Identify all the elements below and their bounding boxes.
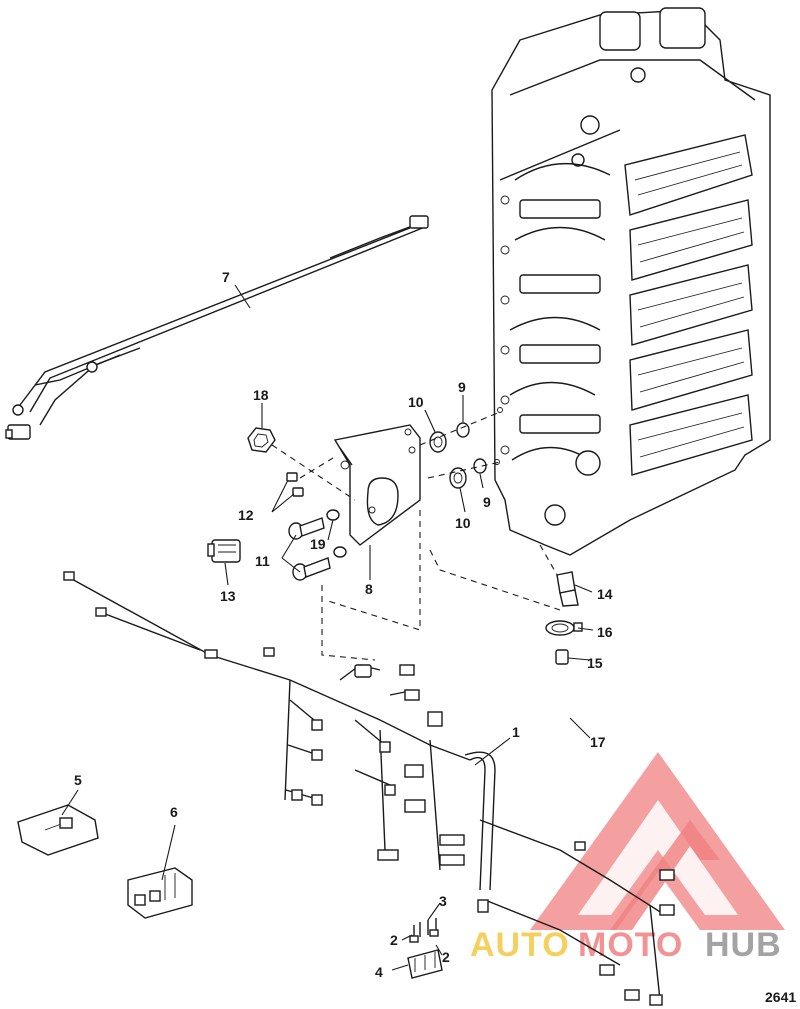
- part-6-connector: [127, 867, 193, 919]
- part-17-tube: [538, 680, 565, 792]
- callout-10-lower: 10: [455, 515, 471, 531]
- callout-6: 6: [170, 804, 178, 820]
- watermark-auto: AUTO: [470, 926, 570, 964]
- callout-11: 11: [255, 553, 270, 569]
- callout-7: 7: [222, 269, 230, 285]
- watermark-inner-triangle-icon: [578, 800, 738, 915]
- part-11-bolts: [288, 517, 331, 581]
- part-10-washers: [429, 431, 467, 489]
- callout-9-lower: 9: [483, 494, 491, 510]
- callout-12: 12: [238, 507, 254, 523]
- callout-13: 13: [220, 588, 236, 604]
- part-5-connector: [17, 804, 99, 856]
- callout-19: 19: [310, 536, 326, 552]
- watermark-hub: HUB: [705, 926, 782, 964]
- callout-10-upper: 10: [408, 394, 424, 410]
- engine-block: [491, 7, 771, 556]
- callout-18: 18: [253, 387, 269, 403]
- callout-3: 3: [439, 893, 447, 909]
- callout-4: 4: [375, 964, 383, 980]
- watermark-moto: MOTO: [578, 926, 683, 964]
- part-13-connector: [207, 539, 241, 563]
- part-9-nuts: [456, 422, 487, 474]
- assembly-dashed-lines: [271, 411, 561, 661]
- figure-number: 2641: [765, 989, 796, 1005]
- part-16-clamp: [545, 620, 583, 636]
- callout-5: 5: [74, 772, 82, 788]
- part-7-harness: [5, 215, 429, 440]
- part-8-bracket: [333, 424, 421, 546]
- part-14-sensor: [556, 571, 579, 607]
- callout-1: 1: [512, 724, 520, 740]
- callout-8: 8: [365, 581, 373, 597]
- part-15-fitting: [555, 649, 569, 665]
- callout-17: 17: [590, 734, 606, 750]
- callout-2-right: 2: [442, 949, 450, 965]
- callout-9-upper: 9: [458, 379, 466, 395]
- part-12-clips: [286, 472, 304, 497]
- callout-16: 16: [597, 624, 613, 640]
- part-1-main-harness: [63, 571, 675, 1006]
- reed-cage-group: [624, 134, 753, 476]
- callout-labels: 7 18 10 9 9 10 12 11 19 8 13 14 16 15 1 …: [74, 269, 613, 980]
- part-3-terminals: [409, 918, 439, 943]
- part-18-grommet: [247, 427, 276, 453]
- callout-14: 14: [597, 586, 613, 602]
- callout-2-left: 2: [390, 932, 398, 948]
- watermark-logo: AUTO MOTO HUB: [470, 752, 785, 964]
- part-4-connector: [407, 949, 443, 979]
- callout-15: 15: [587, 655, 603, 671]
- leader-lines: [61, 284, 594, 971]
